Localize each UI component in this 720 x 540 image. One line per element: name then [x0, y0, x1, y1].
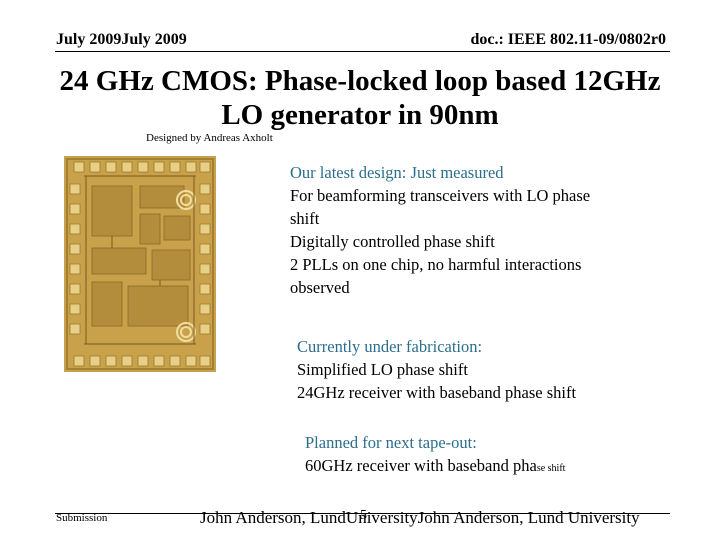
- planned-line-small: se shift: [536, 463, 566, 474]
- designer-credit: Designed by Andreas Axholt: [146, 132, 273, 144]
- latest-design-block: Our latest design: Just measured For bea…: [290, 161, 680, 299]
- header-doc-id: doc.: IEEE 802.11-09/0802r0: [470, 31, 666, 48]
- slide-title-line-1: 24 GHz CMOS: Phase-locked loop based 12G…: [59, 65, 661, 97]
- footer-rule: [55, 513, 670, 514]
- latest-design-line: shift: [290, 209, 320, 228]
- latest-design-heading: Our latest design: Just measured: [290, 163, 504, 182]
- planned-line: 60GHz receiver with baseband phase shift: [305, 454, 695, 480]
- chip-die-photo: [64, 156, 216, 372]
- footer-author-text: John Anderson, LundUniversityJohn Anders…: [200, 508, 640, 527]
- latest-design-line: observed: [290, 278, 350, 297]
- header-date: July 2009July 2009: [56, 31, 187, 48]
- fabrication-block: Currently under fabrication: Simplified …: [297, 335, 687, 404]
- header-rule: [55, 51, 670, 52]
- chip-die-graphic: [64, 156, 216, 372]
- fabrication-line: Simplified LO phase shift: [297, 360, 468, 379]
- footer-submission: Submission: [56, 512, 108, 524]
- slide-title-line-2: LO generator in 90nm: [221, 99, 499, 131]
- fabrication-line: 24GHz receiver with baseband phase shift: [297, 383, 577, 402]
- page-number: 5: [360, 508, 367, 523]
- latest-design-line: Digitally controlled phase shift: [290, 232, 495, 251]
- fabrication-heading: Currently under fabrication:: [297, 337, 483, 356]
- slide-title: 24 GHz CMOS: Phase-locked loop based 12G…: [0, 64, 720, 132]
- latest-design-line: For beamforming transceivers with LO pha…: [290, 186, 591, 205]
- planned-heading: Planned for next tape-out:: [305, 433, 477, 452]
- latest-design-line: 2 PLLs on one chip, no harmful interacti…: [290, 255, 582, 274]
- footer-author: John Anderson, LundUniversityJohn Anders…: [200, 508, 640, 528]
- planned-block: Planned for next tape-out: 60GHz receive…: [305, 431, 695, 480]
- planned-line-main: 60GHz receiver with baseband pha: [305, 456, 537, 475]
